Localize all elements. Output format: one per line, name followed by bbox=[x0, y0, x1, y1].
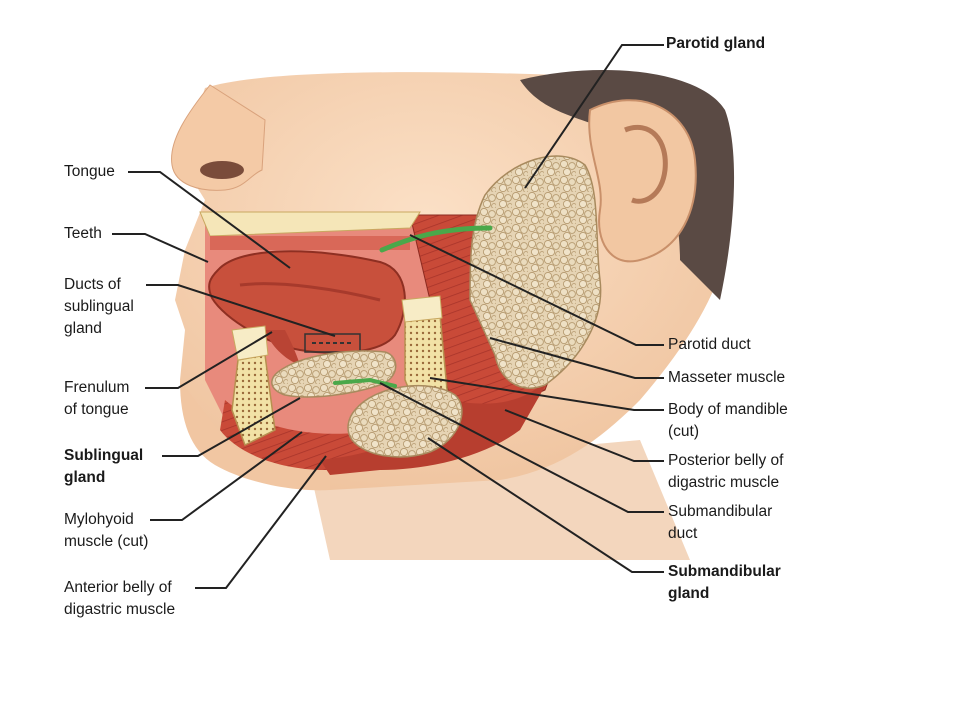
frenulum-shape bbox=[265, 330, 300, 365]
oral-dissection bbox=[199, 155, 602, 475]
leader-parotid-gland bbox=[524, 44, 664, 189]
leader-masseter bbox=[489, 337, 664, 379]
leader-body-mandible bbox=[429, 377, 664, 411]
submandibular-gland-shape bbox=[347, 384, 463, 458]
nose bbox=[171, 84, 266, 191]
label-parotid-gland: Parotid gland bbox=[666, 35, 766, 52]
label-tongue: Tongue bbox=[64, 163, 115, 180]
leader-tongue bbox=[128, 171, 291, 269]
label-submandibular-gland: Submandibular gland bbox=[668, 563, 781, 602]
leader-submandibular-duct bbox=[379, 382, 664, 513]
label-teeth: Teeth bbox=[64, 225, 102, 242]
upper-teeth bbox=[199, 211, 421, 237]
label-posterior-digastric: Posterior belly of digastric muscle bbox=[668, 452, 784, 491]
leader-posterior-digastric bbox=[504, 409, 664, 462]
sublingual-gland-shape bbox=[271, 350, 397, 398]
leader-frenulum bbox=[145, 331, 273, 389]
parotid-duct-shape bbox=[379, 225, 493, 253]
submandibular-duct-shape bbox=[333, 377, 397, 388]
ear-canal bbox=[624, 124, 668, 204]
label-parotid-duct: Parotid duct bbox=[668, 336, 751, 353]
leader-mylohyoid bbox=[150, 431, 303, 521]
chin bbox=[180, 380, 330, 491]
leader-sublingual-gland bbox=[162, 397, 301, 457]
palate bbox=[210, 236, 410, 250]
lower-teeth bbox=[231, 325, 269, 361]
leader-ducts-sublingual bbox=[146, 284, 336, 337]
label-ducts-sublingual: Ducts of sublingual gland bbox=[64, 276, 134, 337]
tongue-groove bbox=[239, 282, 381, 302]
label-frenulum: Frenulum of tongue bbox=[64, 379, 130, 418]
ear bbox=[588, 99, 697, 263]
label-body-mandible: Body of mandible (cut) bbox=[668, 401, 788, 440]
leader-submandibular-gland bbox=[427, 437, 664, 573]
label-submandibular-duct: Submandibular duct bbox=[668, 503, 773, 542]
label-sublingual-gland: Sublingual gland bbox=[64, 447, 144, 486]
leader-lines bbox=[112, 44, 664, 589]
label-mylohyoid: Mylohyoid muscle (cut) bbox=[64, 511, 149, 550]
label-anterior-digastric: Anterior belly of digastric muscle bbox=[64, 579, 176, 618]
label-masseter: Masseter muscle bbox=[668, 369, 786, 386]
leader-anterior-digastric bbox=[195, 455, 327, 589]
molar bbox=[401, 295, 443, 323]
parotid-gland-shape bbox=[469, 155, 602, 389]
leader-teeth bbox=[112, 233, 209, 263]
nostril bbox=[200, 161, 244, 179]
leader-parotid-duct bbox=[409, 234, 664, 346]
sublingual-ducts-shape bbox=[304, 333, 361, 353]
